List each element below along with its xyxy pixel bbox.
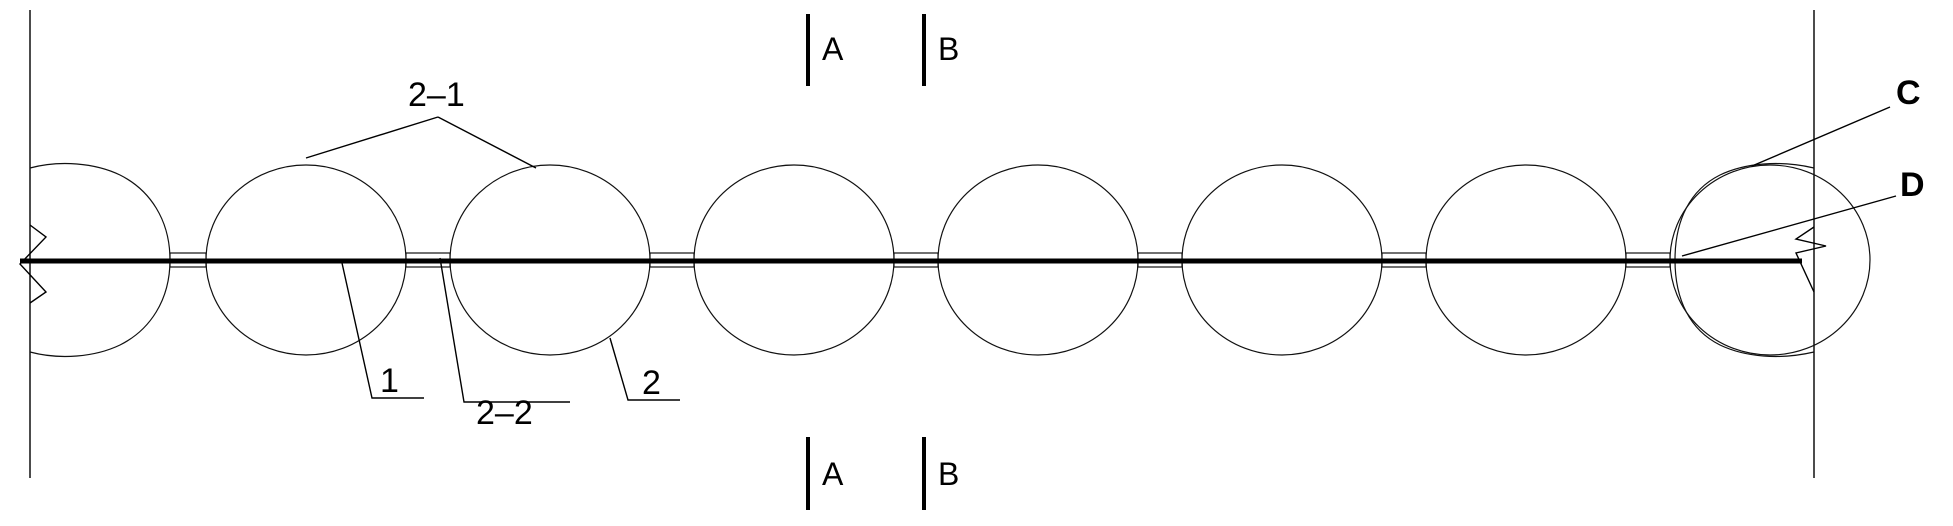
right-break-mark bbox=[1794, 226, 1827, 293]
leader-line-2-1-right bbox=[437, 116, 537, 169]
section-mark-bottom-b-label: B bbox=[938, 456, 959, 492]
label-2-1: 2–1 bbox=[408, 76, 465, 114]
leader-line-1 bbox=[341, 262, 424, 399]
section-mark-bottom-a-label: A bbox=[822, 456, 844, 492]
leader-line-2-2 bbox=[439, 257, 570, 403]
leader-line-2-1-left bbox=[305, 116, 439, 159]
leader-line-c bbox=[1751, 106, 1891, 167]
label-1: 1 bbox=[380, 362, 399, 400]
label-2: 2 bbox=[642, 364, 661, 402]
section-mark-top-b-label: B bbox=[938, 31, 959, 67]
leader-line-d bbox=[1681, 195, 1897, 257]
label-c: C bbox=[1896, 74, 1921, 112]
label-2-2: 2–2 bbox=[476, 394, 533, 432]
label-d: D bbox=[1900, 166, 1925, 204]
leader-line-2 bbox=[609, 337, 680, 401]
section-mark-top-a-label: A bbox=[822, 31, 844, 67]
left-break-mark bbox=[19, 224, 48, 304]
